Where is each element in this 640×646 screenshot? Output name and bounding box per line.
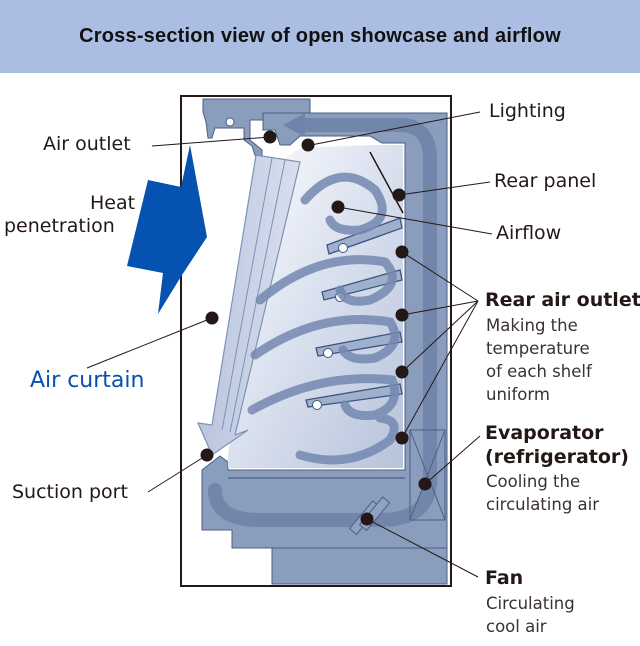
interior-airflow-swirls (247, 172, 400, 465)
swirl-1 (300, 172, 387, 235)
callout-dot-icon (395, 431, 409, 445)
duct-arrow-head (283, 113, 305, 137)
label-heat-line2: penetration (4, 215, 115, 237)
canopy-hole (225, 117, 235, 127)
evaporator-desc-1: Cooling the (486, 472, 581, 491)
leader-airflow (337, 206, 493, 235)
callout-dot-icon (395, 365, 409, 379)
label-lighting: Lighting (489, 100, 566, 122)
base-block (271, 547, 448, 585)
leader-rear-outlet-2 (401, 300, 479, 316)
rear-panel-strut (369, 151, 404, 214)
shelf-4 (305, 383, 403, 408)
callout-dot-icon (205, 311, 219, 325)
shelf-3 (315, 331, 403, 357)
swirl-4 (247, 374, 400, 420)
swirl-5 (295, 413, 399, 465)
rear-air-outlet-desc-4: uniform (486, 385, 550, 404)
label-evaporator: Evaporator (485, 422, 604, 444)
callout-dot-icon (395, 308, 409, 322)
callout-dot-icon (200, 448, 214, 462)
leader-rear-outlet-1 (401, 251, 479, 302)
callout-dot-icon (263, 130, 277, 144)
label-suction-port: Suction port (12, 481, 128, 503)
rear-air-outlet-desc-3: of each shelf (486, 362, 592, 381)
callout-dot-icon (331, 200, 345, 214)
label-rear-panel: Rear panel (494, 170, 597, 192)
curtain-line-2 (229, 159, 286, 433)
leader-lines (86, 111, 493, 578)
callout-dots (200, 130, 432, 526)
page-title: Cross-section view of open showcase and … (79, 25, 561, 47)
label-rear-air-outlet: Rear air outlet (485, 289, 640, 311)
curtain-line-1 (221, 157, 273, 431)
leader-lighting (305, 111, 481, 147)
header-banner: Cross-section view of open showcase and … (0, 0, 640, 73)
heat-penetration-arrow-icon (127, 145, 207, 314)
label-air-outlet: Air outlet (43, 133, 131, 155)
label-fan: Fan (485, 567, 524, 589)
label-heat-line1: Heat (90, 192, 136, 214)
callout-dot-icon (301, 138, 315, 152)
rear-air-outlet-desc-1: Making the (486, 316, 578, 335)
swirl-3 (250, 314, 400, 364)
leader-fan (366, 518, 479, 578)
label-air-curtain: Air curtain (30, 368, 145, 393)
shelf-light-4 (312, 400, 322, 410)
leader-rear-outlet-3 (401, 300, 479, 373)
leader-air-curtain (86, 317, 213, 369)
duct-airflow-path (208, 118, 437, 527)
leader-rear-panel (398, 181, 491, 196)
air-curtain-stream (197, 154, 301, 456)
label-evaporator-sub: (refrigerator) (485, 446, 629, 468)
callout-dot-icon (360, 512, 374, 526)
evaporator-unit (409, 429, 446, 521)
rear-air-outlet-desc-2: temperature (486, 339, 590, 358)
leader-evaporator (424, 435, 481, 485)
leader-suction-port (147, 454, 208, 493)
evaporator-desc-2: circulating air (486, 495, 600, 514)
callout-dot-icon (395, 245, 409, 259)
swirl-2 (255, 255, 397, 306)
label-airflow: Airflow (496, 222, 562, 244)
leader-rear-outlet-4 (401, 300, 479, 439)
shelf-light-3 (323, 348, 333, 358)
fan-desc-1: Circulating (486, 594, 575, 613)
leader-air-outlet (151, 136, 271, 147)
callout-dot-icon (418, 477, 432, 491)
shelf-light-1 (338, 243, 348, 253)
fan-desc-2: cool air (486, 617, 547, 636)
callout-dot-icon (392, 188, 406, 202)
